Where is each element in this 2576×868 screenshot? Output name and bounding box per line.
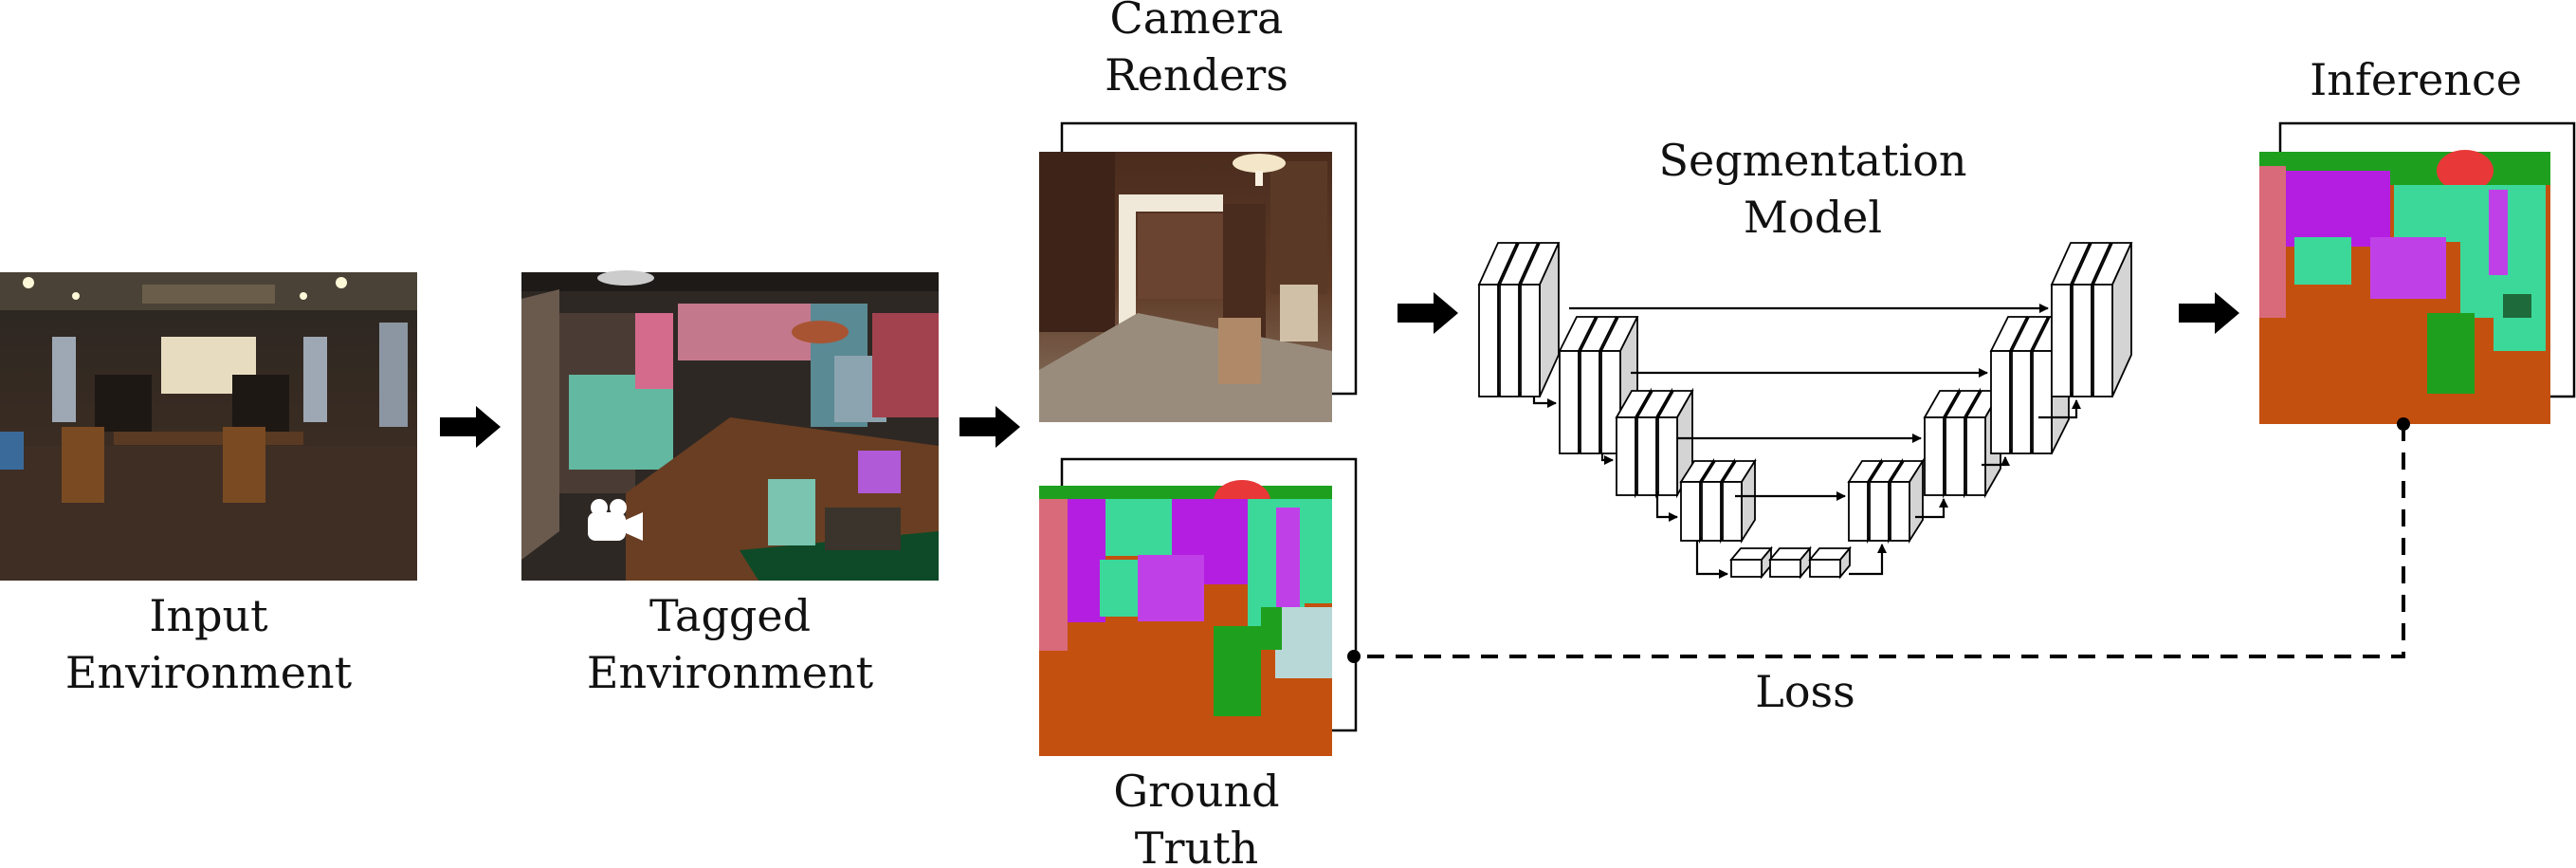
up-arrow-1 xyxy=(1849,544,1887,576)
input-label-line2: Environment xyxy=(65,647,353,698)
up-arrow-3 xyxy=(1982,456,2010,467)
groundtruth-stack-outline xyxy=(1060,457,1358,732)
flow-arrow-4 xyxy=(2179,292,2239,334)
bottleneck-block-3-slab-1 xyxy=(1808,545,1852,580)
model-label-line1: Segmentation xyxy=(1658,135,1966,186)
input-environment-image xyxy=(0,272,417,581)
down-arrow-3 xyxy=(1655,495,1678,522)
down-arrow-4 xyxy=(1695,541,1728,579)
down-arrow-2 xyxy=(1600,453,1614,465)
input-label-line1: Input xyxy=(149,590,268,641)
flow-arrow-2 xyxy=(959,406,1020,448)
tagged-environment-image xyxy=(521,270,939,581)
flow-arrow-3 xyxy=(1398,292,1458,334)
loss-connection xyxy=(1347,417,2410,663)
bottleneck-block-1-slab-1 xyxy=(1729,545,1773,580)
loss-label: Loss xyxy=(1755,666,1854,717)
tagged-label-line1: Tagged xyxy=(649,590,811,641)
inference-label: Inference xyxy=(2310,54,2522,105)
encoder-stack-1-slab-3 xyxy=(1519,242,1561,397)
renders-label-line1: Camera xyxy=(1110,0,1284,44)
inference-stack-outline xyxy=(2278,121,2576,398)
model-label-line2: Model xyxy=(1744,192,1882,243)
camera-render-image xyxy=(1039,152,1332,422)
decoder-stack-1-slab-3 xyxy=(2092,242,2133,397)
flow-arrow-1 xyxy=(440,406,501,448)
renders-stack-outline xyxy=(1060,121,1358,396)
renders-label-line2: Renders xyxy=(1105,49,1288,101)
loss-dashed-line xyxy=(1354,424,2405,658)
unet-connections xyxy=(1532,304,2081,579)
groundtruth-label-line2: Truth xyxy=(1135,822,1258,868)
encoder-stack-4-slab-3 xyxy=(1721,457,1757,545)
tagged-label-line2: Environment xyxy=(587,647,874,698)
up-arrow-4 xyxy=(2038,399,2081,419)
ground-truth-image xyxy=(1039,480,1332,756)
unet-architecture xyxy=(1477,242,2133,580)
bottleneck-block-2-slab-1 xyxy=(1768,545,1812,580)
down-arrow-1 xyxy=(1532,397,1557,408)
groundtruth-label-line1: Ground xyxy=(1113,766,1279,817)
unet-layer-blocks xyxy=(1477,242,2133,580)
decoder-stack-4-slab-3 xyxy=(1889,457,1925,545)
inference-image xyxy=(2259,150,2550,424)
up-arrow-2 xyxy=(1915,498,1948,519)
